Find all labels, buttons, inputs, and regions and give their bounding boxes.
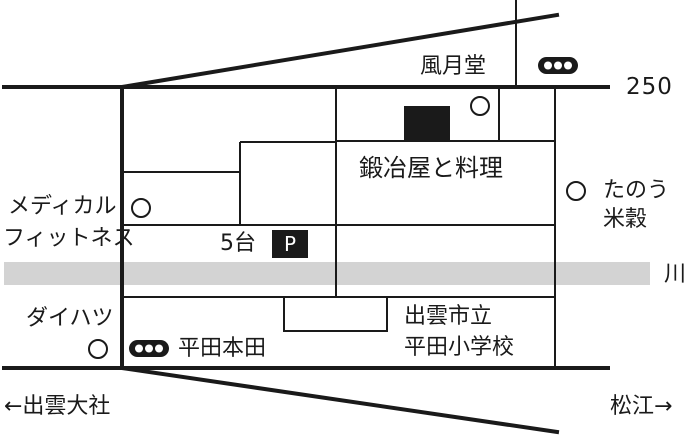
landmark-circle-icon bbox=[88, 339, 108, 359]
label-west-direction: ←出雲大社 bbox=[4, 394, 111, 419]
landmark-circles bbox=[88, 96, 586, 359]
landmark-circle-icon bbox=[566, 181, 586, 201]
label-route-250: 250 bbox=[626, 74, 673, 100]
label-station: 平田本田 bbox=[178, 336, 267, 361]
label-medical: メディカル bbox=[8, 194, 117, 219]
label-restaurant: 鍛冶屋と料理 bbox=[359, 154, 503, 182]
label-east-direction: 松江→ bbox=[610, 394, 673, 419]
label-school-line1: 出雲市立 bbox=[404, 304, 493, 329]
traffic-light-icon bbox=[538, 57, 578, 74]
street-lines bbox=[122, 0, 556, 370]
landmark-circle-icon bbox=[131, 198, 151, 218]
label-fugetsudo: 風月堂 bbox=[420, 54, 487, 79]
label-tanou: たのう bbox=[603, 178, 670, 203]
label-beikoku: 米穀 bbox=[603, 207, 648, 232]
landmark-circle-icon bbox=[470, 96, 490, 116]
label-school-line2: 平田小学校 bbox=[404, 335, 515, 360]
label-parking-count: 5台 bbox=[220, 231, 256, 256]
label-daihatsu: ダイハツ bbox=[26, 306, 114, 331]
parking-icon: P bbox=[272, 230, 308, 258]
label-river: 川 bbox=[664, 262, 687, 287]
restaurant-building bbox=[404, 106, 450, 141]
label-fitness: フィットネス bbox=[3, 226, 135, 251]
main-roads bbox=[2, 12, 610, 435]
traffic-light-icon bbox=[129, 340, 169, 357]
river-band bbox=[4, 262, 650, 285]
